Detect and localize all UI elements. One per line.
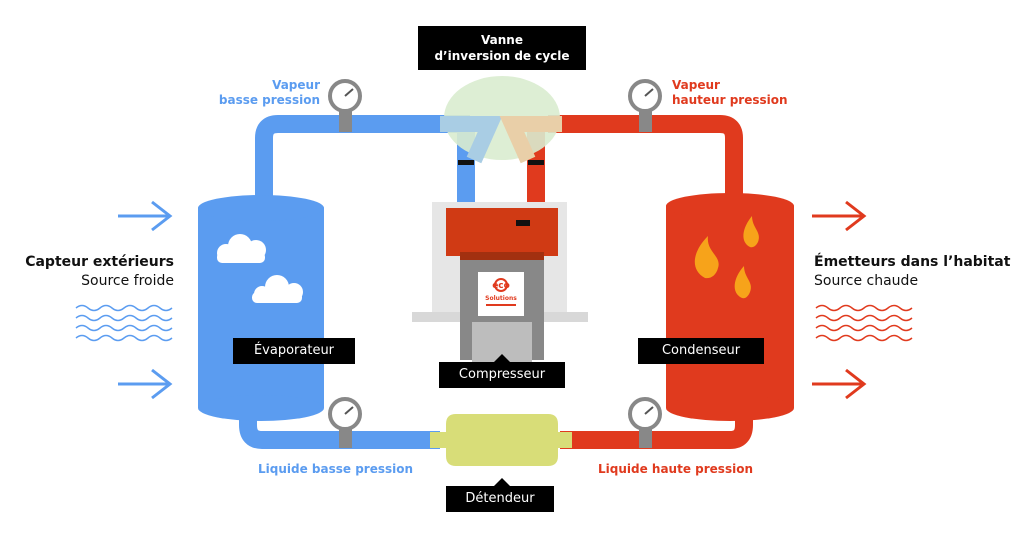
wave-icon bbox=[75, 304, 173, 342]
gauge-icon bbox=[628, 397, 662, 448]
condenser-tank bbox=[666, 193, 794, 421]
arrow-right-icon bbox=[812, 368, 867, 400]
vapor-low-line2: basse pression bbox=[218, 93, 320, 107]
vapor-high-line2: hauteur pression bbox=[672, 93, 788, 107]
vapor-low-line1: Vapeur bbox=[272, 78, 320, 92]
vapor-low-pressure-label: Vapeur basse pression bbox=[214, 78, 320, 108]
liquid-low-pressure-label: Liquide basse pression bbox=[258, 462, 414, 476]
compressor-slot bbox=[516, 220, 530, 226]
eco-solutions-logo: eco Solutions bbox=[478, 272, 524, 316]
logo-sub: Solutions bbox=[485, 295, 517, 302]
wave-icon bbox=[815, 304, 913, 342]
valve-seal-right bbox=[528, 160, 544, 165]
evaporator-tank bbox=[198, 195, 324, 421]
valve-title-line1: Vanne bbox=[481, 33, 523, 47]
gauge-icon bbox=[328, 79, 362, 132]
valve-seal-left bbox=[458, 160, 474, 165]
compressor-top bbox=[446, 208, 558, 256]
expansion-valve-label: Détendeur bbox=[446, 486, 554, 512]
cloud-icon bbox=[217, 234, 266, 263]
flame-icon bbox=[694, 236, 719, 279]
cloud-icon bbox=[252, 275, 303, 303]
outdoor-sensor-title: Capteur extérieurs bbox=[25, 254, 174, 270]
vapor-high-line1: Vapeur bbox=[672, 78, 720, 92]
home-emitters-title: Émetteurs dans l’habitat bbox=[814, 254, 1011, 270]
liquid-high-pressure-label: Liquide haute pression bbox=[598, 462, 753, 476]
vapor-high-pressure-label: Vapeur hauteur pression bbox=[672, 78, 788, 108]
expansion-valve bbox=[430, 414, 572, 466]
compressor-label: Compresseur bbox=[439, 362, 565, 388]
logo-brand: eco bbox=[492, 281, 510, 291]
compressor-label-pointer bbox=[494, 354, 510, 362]
valve-channel-cold bbox=[440, 116, 503, 164]
condenser-label: Condenseur bbox=[638, 338, 764, 364]
valve-channel-hot bbox=[499, 116, 562, 164]
gauge-icon bbox=[628, 79, 662, 132]
arrow-right-icon bbox=[118, 368, 173, 400]
evaporator-label: Évaporateur bbox=[233, 338, 355, 364]
hot-source-subtitle: Source chaude bbox=[814, 273, 919, 289]
flame-icon bbox=[734, 266, 751, 299]
compressor-band bbox=[460, 252, 544, 260]
valve-title-line2: d’inversion de cycle bbox=[434, 49, 570, 63]
arrow-right-icon bbox=[812, 200, 867, 232]
expansion-label-pointer bbox=[494, 478, 510, 486]
gauge-icon bbox=[328, 397, 362, 448]
arrow-right-icon bbox=[118, 200, 173, 232]
reversing-valve-label: Vanne d’inversion de cycle bbox=[418, 26, 586, 70]
cold-source-subtitle: Source froide bbox=[81, 273, 174, 289]
flame-icon bbox=[743, 216, 759, 248]
